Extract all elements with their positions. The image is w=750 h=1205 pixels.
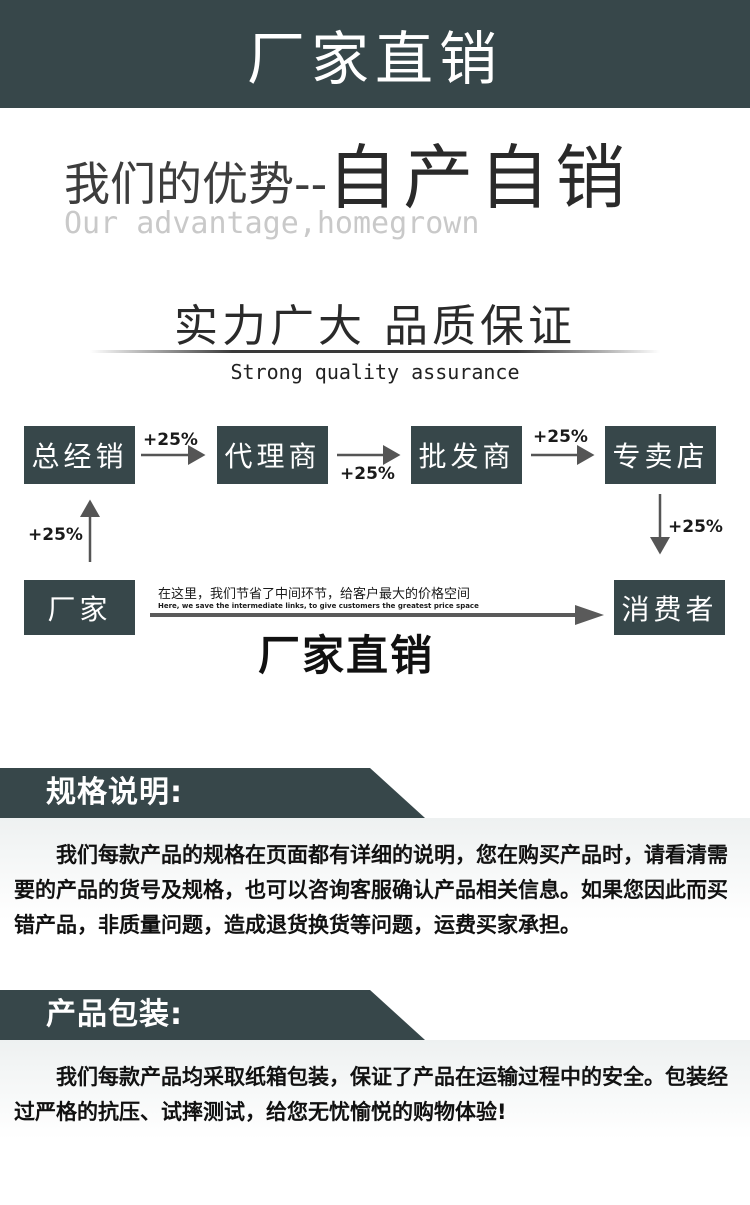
quality-divider bbox=[90, 350, 660, 353]
spec-heading: 规格说明: bbox=[46, 775, 183, 810]
advantage-highlight: 自产自销 bbox=[327, 137, 632, 219]
node-wholesaler: 批发商 bbox=[411, 426, 522, 484]
banner-title: 厂家直销 bbox=[246, 25, 503, 93]
node-retail-store: 专卖店 bbox=[605, 426, 716, 484]
flow-title: 厂家直销 bbox=[258, 631, 435, 680]
packaging-heading-bar: 产品包装: bbox=[0, 990, 750, 1040]
flow-note-en: Here, we save the intermediate links, to… bbox=[158, 602, 479, 610]
advantage-prefix: 我们的优势-- bbox=[64, 157, 328, 211]
markup-5: +25% bbox=[28, 525, 83, 545]
spec-heading-bar: 规格说明: bbox=[0, 768, 750, 818]
advantage-english: Our advantage,homegrown bbox=[64, 206, 480, 241]
arrow-factory-consumer bbox=[150, 605, 604, 625]
markup-4: +25% bbox=[668, 517, 723, 537]
quality-title: 实力广大 品质保证 bbox=[174, 301, 576, 352]
node-general-distributor: 总经销 bbox=[24, 426, 135, 484]
advantage-slogan: 我们的优势-- 自产自销 bbox=[64, 136, 744, 216]
node-factory: 厂家 bbox=[24, 580, 135, 635]
node-consumer: 消费者 bbox=[614, 580, 725, 635]
packaging-heading: 产品包装: bbox=[46, 997, 183, 1032]
markup-3: +25% bbox=[533, 427, 588, 447]
spec-body: 我们每款产品的规格在页面都有详细的说明，您在购买产品时，请看清需要的产品的货号及… bbox=[14, 843, 728, 937]
top-banner: 厂家直销 bbox=[0, 0, 750, 108]
packaging-band bbox=[0, 1040, 750, 1205]
quality-english: Strong quality assurance bbox=[230, 360, 520, 384]
markup-2: +25% bbox=[340, 464, 395, 484]
flow-note-cn: 在这里，我们节省了中间环节，给客户最大的价格空间 bbox=[158, 587, 471, 602]
spec-band bbox=[0, 818, 750, 988]
packaging-body: 我们每款产品均采取纸箱包装，保证了产品在运输过程中的安全。包装经过严格的抗压、试… bbox=[14, 1065, 728, 1124]
node-agent: 代理商 bbox=[217, 426, 328, 484]
markup-1: +25% bbox=[143, 430, 198, 450]
